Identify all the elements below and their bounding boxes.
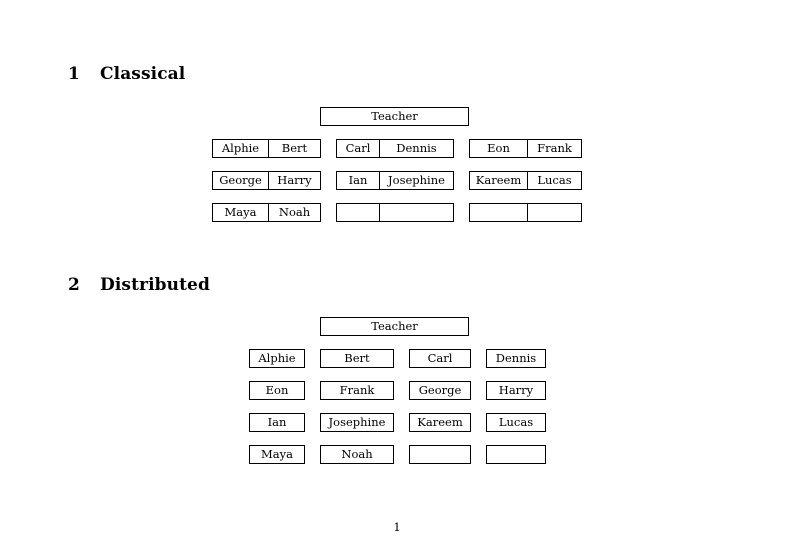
student-box: Carl — [409, 349, 471, 368]
student-box-empty — [486, 445, 546, 464]
student-box-empty — [409, 445, 471, 464]
student-box: Lucas — [486, 413, 546, 432]
student-cell: Josephine — [379, 171, 454, 190]
student-cell-empty — [379, 203, 454, 222]
student-pair-row: Alphie Bert — [212, 139, 321, 158]
student-cell: Bert — [268, 139, 321, 158]
student-cell-empty — [527, 203, 582, 222]
student-cell-empty — [336, 203, 379, 222]
student-cell: Noah — [268, 203, 321, 222]
student-cell: George — [212, 171, 268, 190]
student-cell: Dennis — [379, 139, 454, 158]
student-pair-row: Maya Noah — [212, 203, 321, 222]
student-row: Ian Josephine Kareem Lucas — [249, 413, 546, 432]
student-pair-row: Carl Dennis — [336, 139, 454, 158]
student-pair-row-empty — [469, 203, 582, 222]
student-box: George — [409, 381, 471, 400]
section-number: 1 — [68, 64, 80, 84]
student-cell: Eon — [469, 139, 527, 158]
student-box: Maya — [249, 445, 305, 464]
student-cell: Frank — [527, 139, 582, 158]
student-box: Harry — [486, 381, 546, 400]
student-cell: Lucas — [527, 171, 582, 190]
student-box: Frank — [320, 381, 394, 400]
student-pair-row-empty — [336, 203, 454, 222]
student-row: Eon Frank George Harry — [249, 381, 546, 400]
section-number: 2 — [68, 275, 80, 295]
student-box: Noah — [320, 445, 394, 464]
student-row: Alphie Bert Carl Dennis — [249, 349, 546, 368]
page-number: 1 — [393, 520, 401, 534]
student-box: Ian — [249, 413, 305, 432]
student-pair-row: Kareem Lucas — [469, 171, 582, 190]
student-row: Maya Noah — [249, 445, 546, 464]
student-cell: Maya — [212, 203, 268, 222]
student-cell: Ian — [336, 171, 379, 190]
student-cell: Alphie — [212, 139, 268, 158]
student-box: Bert — [320, 349, 394, 368]
student-box: Dennis — [486, 349, 546, 368]
student-box: Kareem — [409, 413, 471, 432]
student-box: Eon — [249, 381, 305, 400]
student-pair-row: Eon Frank — [469, 139, 582, 158]
teacher-box-distributed: Teacher — [320, 317, 469, 336]
student-cell: Kareem — [469, 171, 527, 190]
student-cell-empty — [469, 203, 527, 222]
section-heading-classical: 1 Classical — [68, 64, 185, 84]
teacher-box-classical: Teacher — [320, 107, 469, 126]
student-box: Alphie — [249, 349, 305, 368]
section-title: Distributed — [100, 275, 210, 295]
student-box: Josephine — [320, 413, 394, 432]
section-title: Classical — [100, 64, 186, 84]
student-pair-row: Ian Josephine — [336, 171, 454, 190]
student-pair-row: George Harry — [212, 171, 321, 190]
section-heading-distributed: 2 Distributed — [68, 275, 210, 295]
student-cell: Harry — [268, 171, 321, 190]
student-cell: Carl — [336, 139, 379, 158]
